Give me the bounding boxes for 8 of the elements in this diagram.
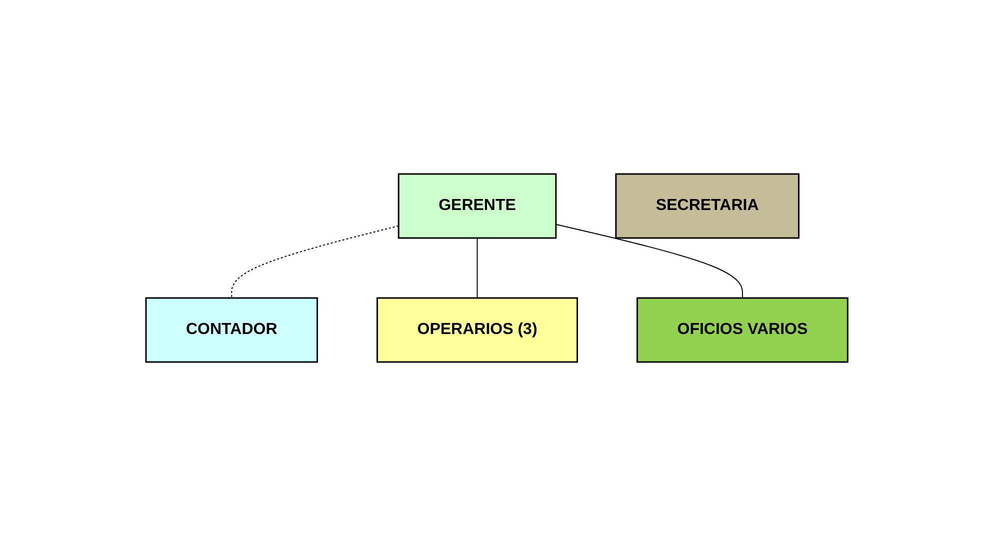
connector	[476, 238, 478, 298]
node-box: GERENTE	[398, 173, 557, 239]
connector	[231, 225, 400, 298]
node-box: CONTADOR	[145, 297, 318, 363]
connector	[556, 224, 744, 298]
node-box: OFICIOS VARIOS	[636, 297, 849, 363]
node-box: OPERARIOS (3)	[376, 297, 578, 363]
node-box: SECRETARIA	[615, 173, 800, 239]
